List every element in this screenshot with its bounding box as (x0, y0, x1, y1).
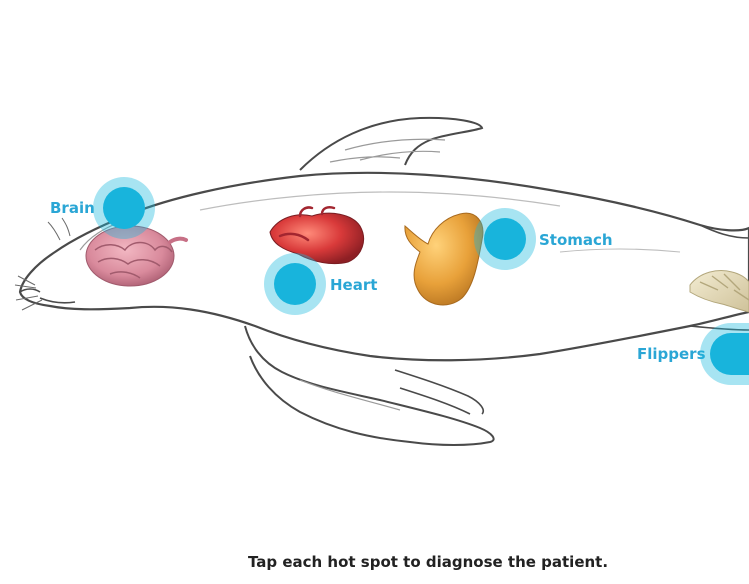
heart-hotspot-button[interactable] (264, 253, 326, 315)
heart-organ-icon (269, 206, 364, 265)
flippers-hotspot-label[interactable]: Flippers (637, 345, 706, 363)
flipper-bones-icon (689, 270, 749, 313)
hotspot-dot (103, 187, 145, 229)
hotspot-dot (484, 218, 526, 260)
hotspot-dot (274, 263, 316, 305)
brain-hotspot-label[interactable]: Brain (50, 199, 95, 217)
instruction-text: Tap each hot spot to diagnose the patien… (247, 553, 609, 571)
flippers-hotspot-button[interactable] (700, 323, 749, 385)
dorsal-flipper-outline (299, 116, 484, 171)
hotspot-dot (710, 333, 749, 375)
seal-body-outline (18, 171, 749, 362)
stomach-hotspot-label[interactable]: Stomach (539, 231, 613, 249)
stomach-organ-icon (404, 212, 484, 306)
brain-organ-icon (85, 225, 188, 287)
heart-hotspot-label[interactable]: Heart (330, 276, 378, 294)
brain-hotspot-button[interactable] (93, 177, 155, 239)
whiskers (14, 217, 71, 311)
stomach-hotspot-button[interactable] (474, 208, 536, 270)
